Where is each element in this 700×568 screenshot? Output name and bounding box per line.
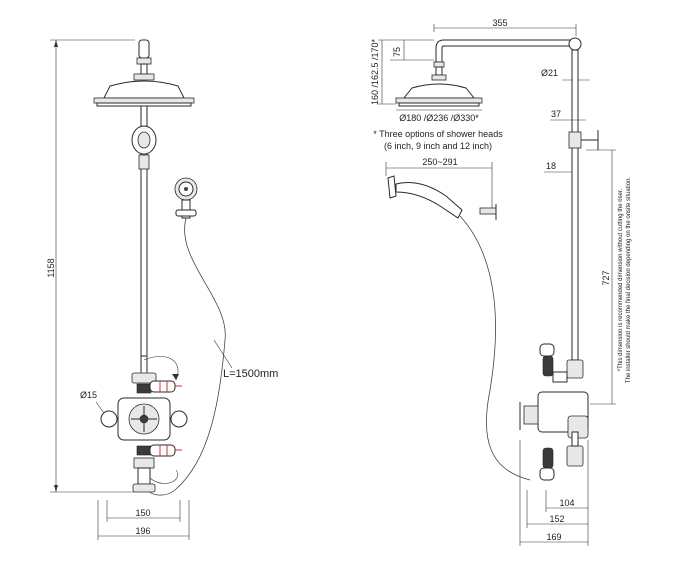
- front-valve: Ø15: [80, 355, 188, 493]
- dim-104-label: 104: [559, 498, 574, 508]
- dim-18-label: 18: [546, 161, 556, 171]
- arm-length-label: 355: [492, 18, 507, 28]
- head-heights-label: 160 /162.5 /170*: [370, 38, 380, 105]
- side-hand-shower: 250~291: [385, 157, 531, 481]
- front-hand-shower: [145, 177, 226, 496]
- dim-152-label: 152: [549, 514, 564, 524]
- outer-width-label: 196: [135, 526, 150, 536]
- front-width-dimensions: 150 196: [97, 500, 190, 540]
- front-shower-head: [93, 39, 195, 107]
- side-note-line-1: *This dimension is recommended dimension…: [618, 188, 624, 371]
- side-riser: 37 18: [544, 49, 599, 361]
- note-line-1: * Three options of shower heads: [373, 129, 503, 139]
- total-height-dimension: 1158: [46, 39, 135, 493]
- dim-169-label: 169: [546, 532, 561, 542]
- dim-37-label: 37: [551, 109, 561, 119]
- diameter-label: Ø15: [80, 390, 97, 400]
- side-note-line-2: The installer should make the final deci…: [626, 177, 632, 383]
- side-shower-head: [395, 83, 483, 107]
- hose-length-label: L=1500mm: [223, 368, 278, 380]
- arm-diameter-label: Ø21: [541, 68, 558, 78]
- side-view: 355 160 /162.5 /170* 75 Ø180 /Ø236 /Ø330…: [370, 18, 632, 546]
- dim-75-label: 75: [392, 47, 402, 57]
- head-height-dimensions: 160 /162.5 /170* 75: [370, 38, 434, 105]
- note-line-2: (6 inch, 9 inch and 12 inch): [384, 141, 492, 151]
- total-height-label: 1158: [46, 258, 56, 277]
- front-view: 1158 L=1500mm: [46, 39, 278, 540]
- side-arm: 355: [431, 18, 582, 81]
- dim-727-label: 727: [601, 270, 611, 285]
- front-riser: [131, 105, 157, 357]
- side-bottom-dimensions: 104 152 169: [519, 440, 589, 546]
- side-valve: [519, 343, 589, 481]
- dim-727: 727 *This dimension is recommended dimen…: [586, 149, 632, 405]
- inner-width-label: 150: [135, 508, 150, 518]
- hand-shower-length-label: 250~291: [422, 157, 457, 167]
- head-diameters-label: Ø180 /Ø236 /Ø330*: [399, 113, 479, 123]
